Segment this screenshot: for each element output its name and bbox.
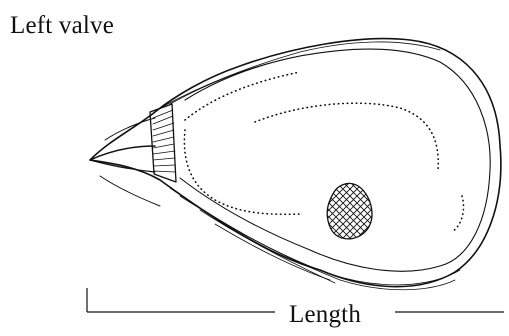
adductor-muscle-scar-icon	[327, 183, 372, 238]
length-label: Length	[283, 301, 367, 329]
hinge-ligament	[150, 104, 176, 182]
growth-line	[160, 42, 440, 108]
hinge-ligament-striations	[153, 110, 175, 172]
shell-beak	[90, 146, 155, 160]
pallial-line	[452, 196, 464, 232]
pallial-line	[255, 103, 438, 170]
shell-inner-margin	[180, 49, 490, 271]
pallial-line	[184, 130, 300, 214]
shell-outer-margin	[90, 39, 501, 287]
shell-beak	[100, 176, 160, 206]
oyster-left-valve-icon	[90, 39, 501, 290]
pallial-line	[185, 72, 300, 120]
